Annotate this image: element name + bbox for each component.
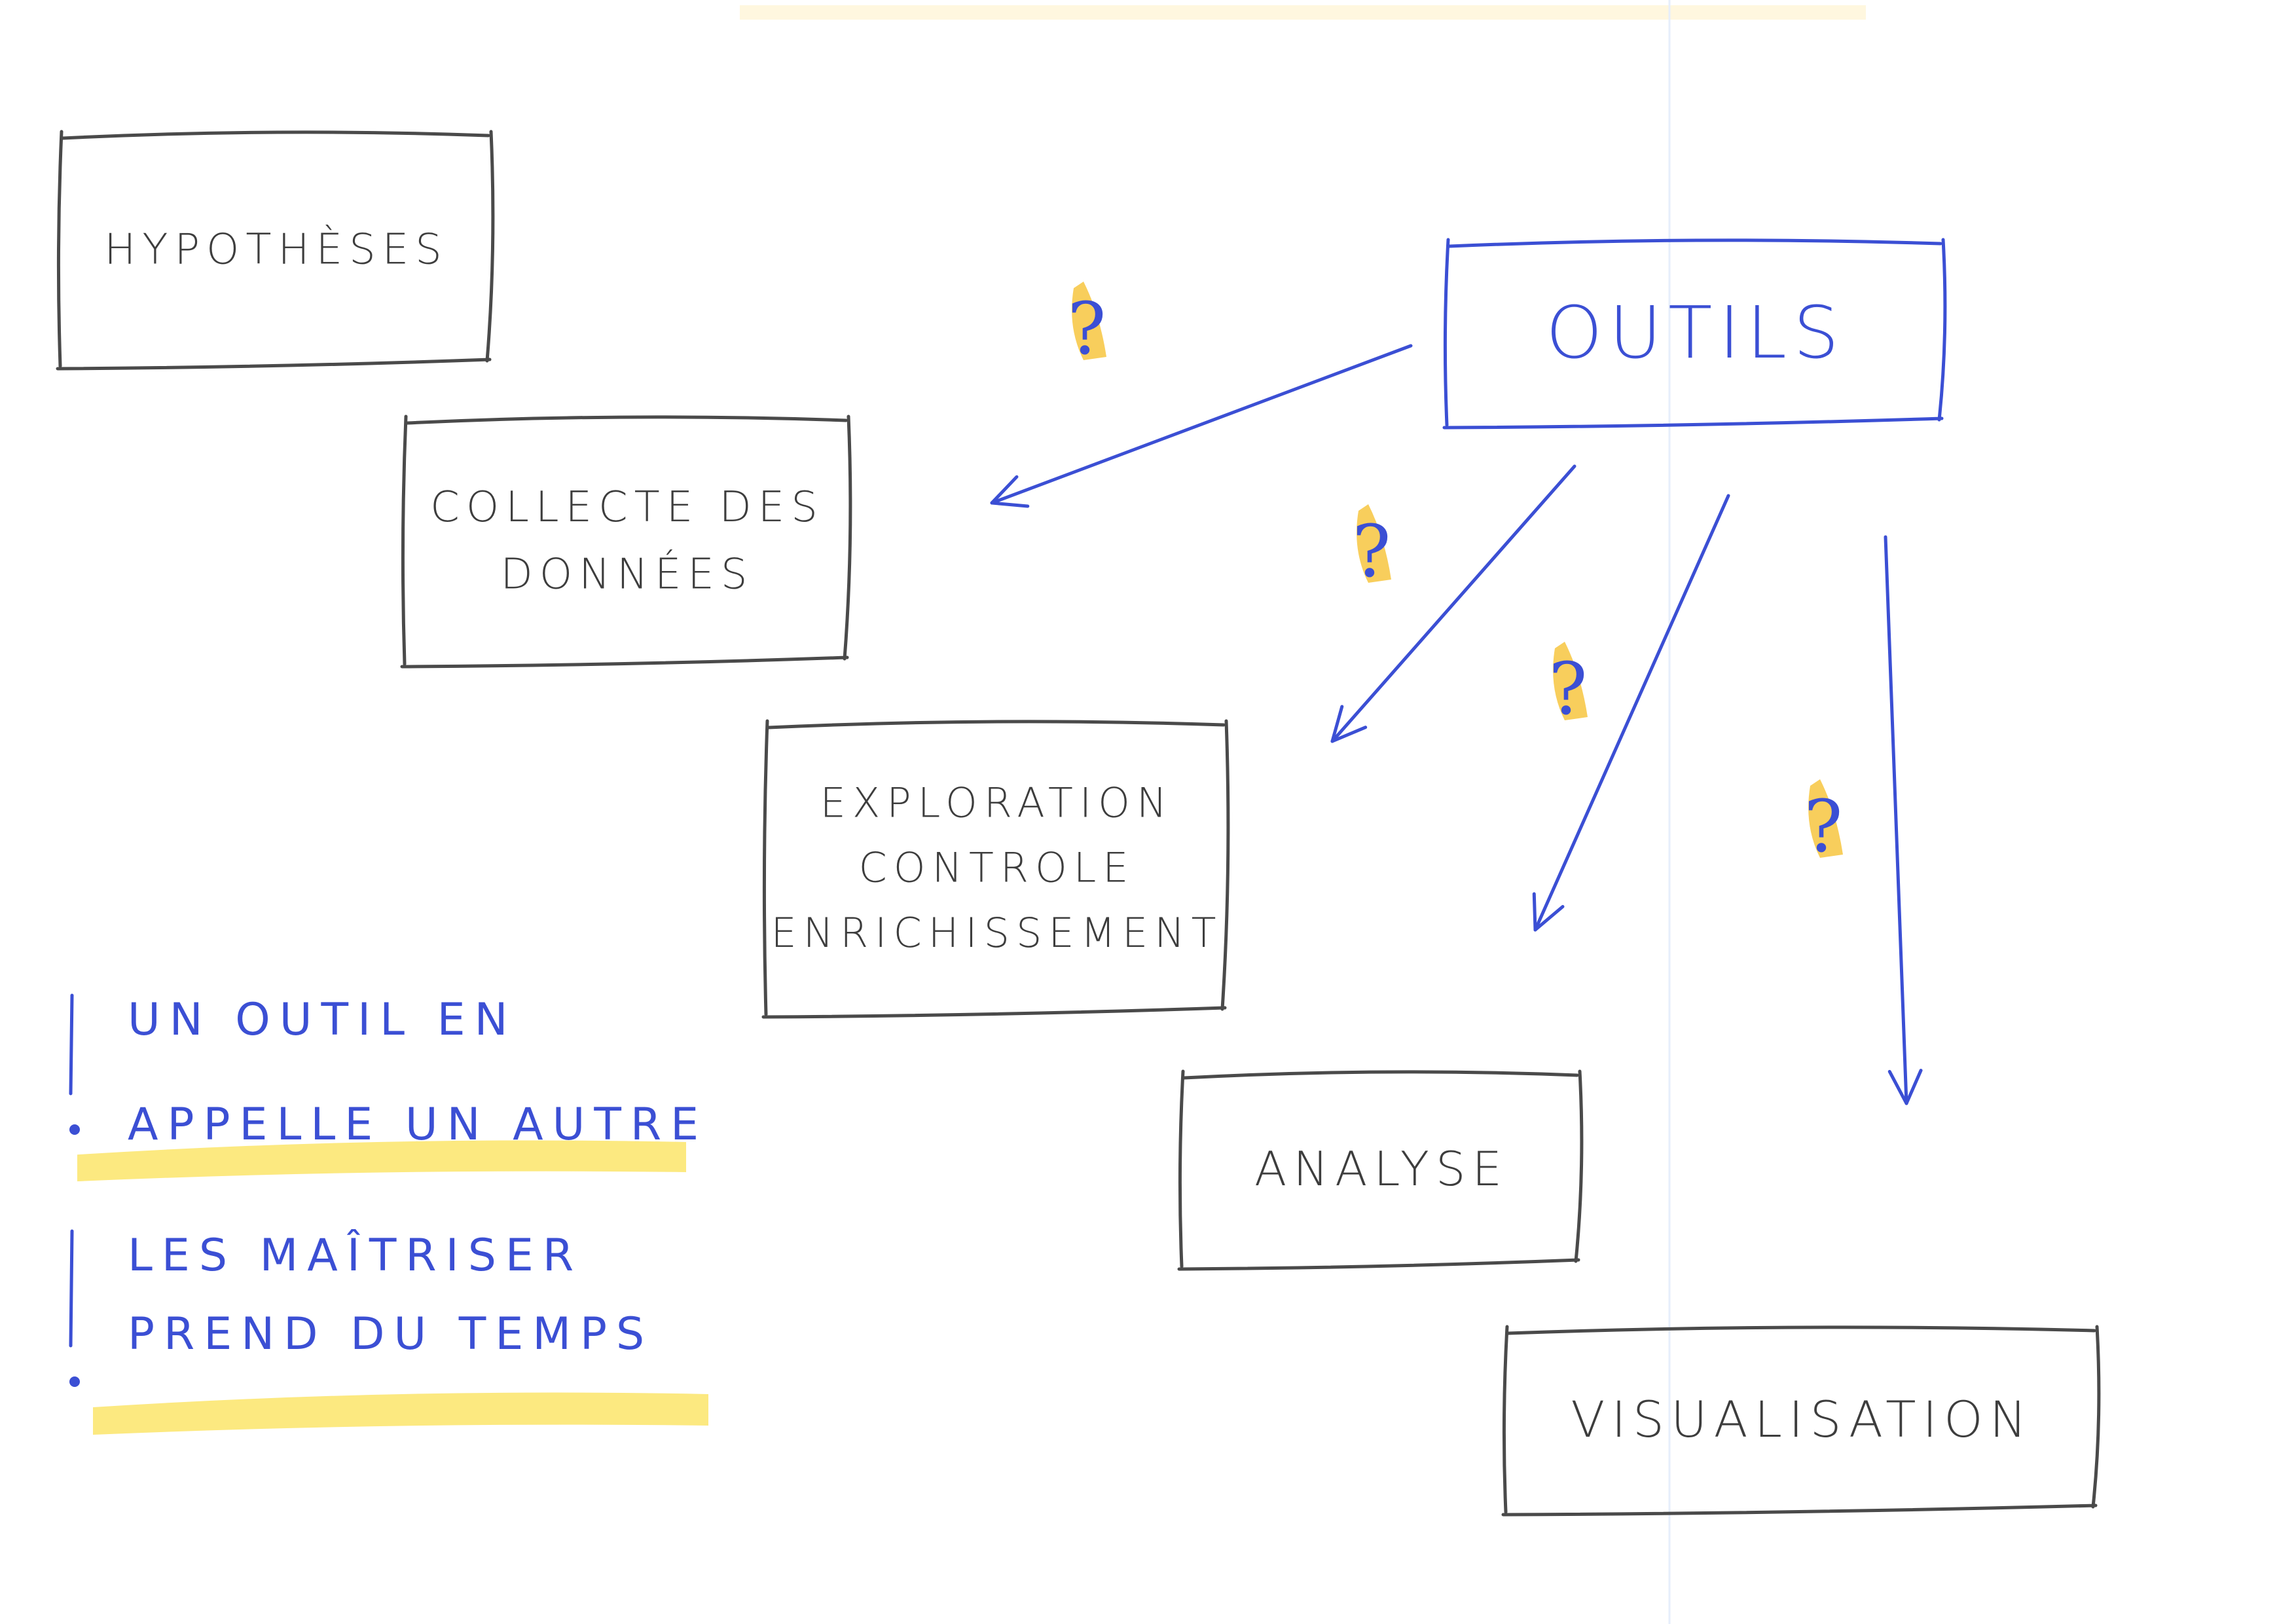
highlighter-stroke (77, 1140, 686, 1181)
exclamation-icon (69, 1229, 80, 1387)
note-text-line: PREND DU TEMPS (128, 1308, 653, 1360)
note-text-line: UN OUTIL EN (128, 994, 517, 1046)
note-2: LES MAÎTRISER PREND DU TEMPS (69, 1229, 708, 1435)
highlighter-stroke (93, 1392, 708, 1435)
question-mark-icon: ? (1068, 282, 1106, 371)
question-highlight (1072, 282, 1106, 360)
question-mark-icon: ? (1804, 779, 1843, 868)
box-visualisation: VISUALISATION (1501, 1325, 2101, 1517)
box-outline (1177, 1069, 1584, 1271)
box-label: ENRICHISSEMENT (771, 909, 1223, 957)
box-label: DONNÉES (501, 549, 754, 599)
arrow-shaft (1884, 535, 1908, 1105)
box-label: ANALYSE (1254, 1141, 1508, 1196)
note-text-line: APPELLE UN AUTRE (128, 1099, 708, 1151)
arrow-outils-to-collecte: ? (990, 282, 1413, 508)
note-1: UN OUTIL EN APPELLE UN AUTRE (69, 993, 708, 1181)
box-label: HYPOTHÈSES (104, 224, 448, 274)
boxes-layer: HYPOTHÈSES COLLECTE DES DONNÉES EXPLORATION… (56, 130, 2101, 1517)
box-collecte: COLLECTE DES DONNÉES (400, 415, 852, 669)
box-analyse: ANALYSE (1177, 1069, 1584, 1271)
box-outline (761, 719, 1230, 1019)
box-outline (400, 415, 852, 669)
box-exploration: EXPLORATION CONTROLE ENRICHISSEMENT (761, 719, 1230, 1019)
box-outline (56, 130, 495, 371)
paper-top-band (740, 5, 1866, 20)
arrowhead-icon (990, 475, 1030, 508)
question-mark-glyph: ? (1549, 647, 1588, 731)
question-highlight (1808, 779, 1843, 858)
arrows-layer: ???? (990, 282, 1923, 1105)
box-label: CONTROLE (859, 844, 1135, 892)
note-text-line: LES MAÎTRISER (128, 1229, 583, 1282)
question-mark-icon: ? (1549, 642, 1588, 731)
arrow-outils-to-visualisation: ? (1804, 535, 1923, 1105)
arrow-shaft (1533, 494, 1730, 932)
arrow-outils-to-exploration: ? (1330, 464, 1576, 743)
question-highlight (1357, 504, 1391, 583)
arrowhead-icon (1532, 892, 1565, 932)
box-label: EXPLORATION (820, 779, 1174, 827)
notes-layer: UN OUTIL EN APPELLE UN AUTRE LES MAÎTRISER… (69, 993, 708, 1435)
exclamation-icon (69, 993, 80, 1135)
arrow-shaft (990, 344, 1413, 505)
question-mark-glyph: ? (1068, 287, 1106, 371)
question-mark-glyph: ? (1804, 784, 1843, 868)
box-label: VISUALISATION (1571, 1390, 2033, 1449)
arrowhead-icon (1887, 1069, 1923, 1105)
box-label: COLLECTE DES (430, 483, 824, 532)
question-highlight (1553, 642, 1588, 720)
box-outline (1442, 238, 1947, 430)
box-label: OUTILS (1546, 291, 1846, 375)
box-outils: OUTILS (1442, 238, 1947, 430)
arrowhead-icon (1330, 705, 1368, 743)
box-hypotheses: HYPOTHÈSES (56, 130, 495, 371)
box-outline (1501, 1325, 2101, 1517)
question-mark-glyph: ? (1353, 509, 1391, 593)
question-mark-icon: ? (1353, 504, 1391, 593)
arrow-outils-to-analyse: ? (1532, 494, 1730, 932)
arrow-shaft (1330, 464, 1576, 743)
